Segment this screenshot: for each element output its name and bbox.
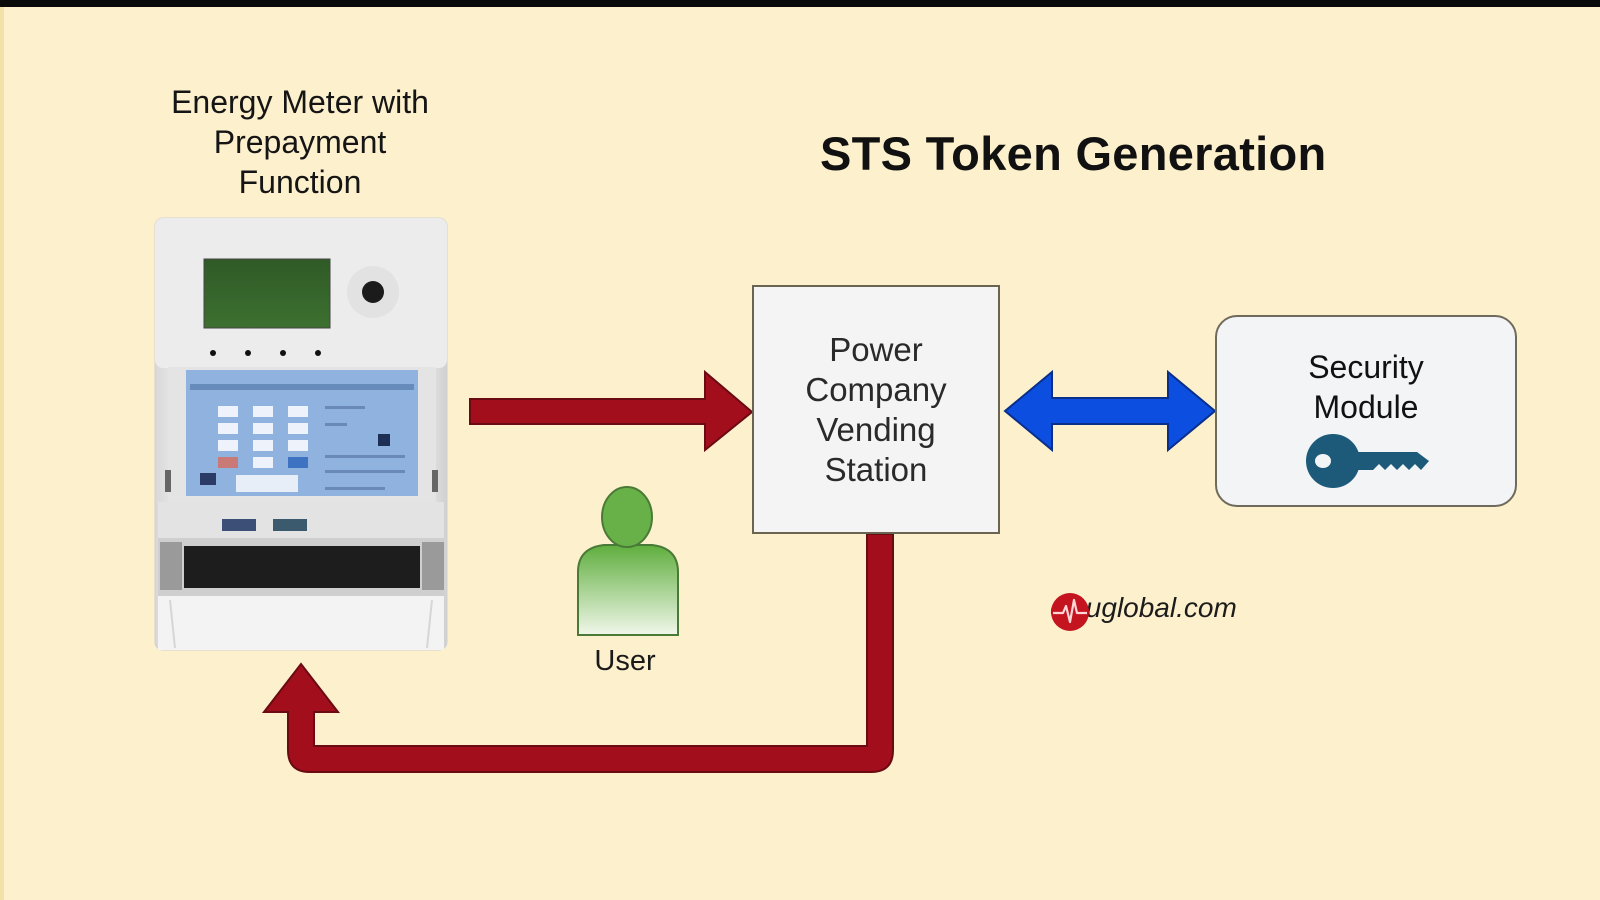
security-module-node: Security Module — [1215, 315, 1517, 507]
security-label-line: Module — [1313, 389, 1419, 425]
meter-label-line: Energy Meter with — [171, 84, 429, 120]
top-border — [0, 0, 1600, 7]
key-icon — [1306, 434, 1429, 488]
watermark: clouglobal.com — [1050, 592, 1237, 631]
vending-label-line: Company — [805, 370, 947, 408]
pulse-logo-icon — [1051, 593, 1089, 631]
meter-keypad — [218, 406, 308, 468]
vending-station-node: Power Company Vending Station — [752, 285, 1000, 534]
security-label-line: Security — [1308, 349, 1424, 385]
arrow-vending-to-meter — [261, 533, 894, 773]
arrow-meter-to-vending — [469, 369, 754, 453]
vending-label-line: Station — [824, 450, 928, 488]
user-icon — [577, 486, 679, 636]
diagram-title: STS Token Generation — [820, 127, 1327, 180]
security-module-label: Security Module — [1217, 347, 1515, 427]
meter-lcd-display — [203, 258, 331, 329]
user-label: User — [594, 645, 656, 677]
vending-label-line: Power — [829, 330, 923, 368]
meter-terminal-block — [184, 546, 420, 588]
arrow-vending-security-bidirectional — [1003, 369, 1217, 453]
meter-label-line: Function — [238, 164, 362, 200]
meter-label: Energy Meter with Prepayment Function — [140, 82, 460, 202]
energy-meter-image — [154, 217, 448, 651]
meter-optical-port — [362, 281, 384, 303]
vending-label-line: Vending — [816, 410, 936, 448]
meter-label-line: Prepayment — [213, 124, 387, 160]
left-border — [0, 7, 4, 900]
